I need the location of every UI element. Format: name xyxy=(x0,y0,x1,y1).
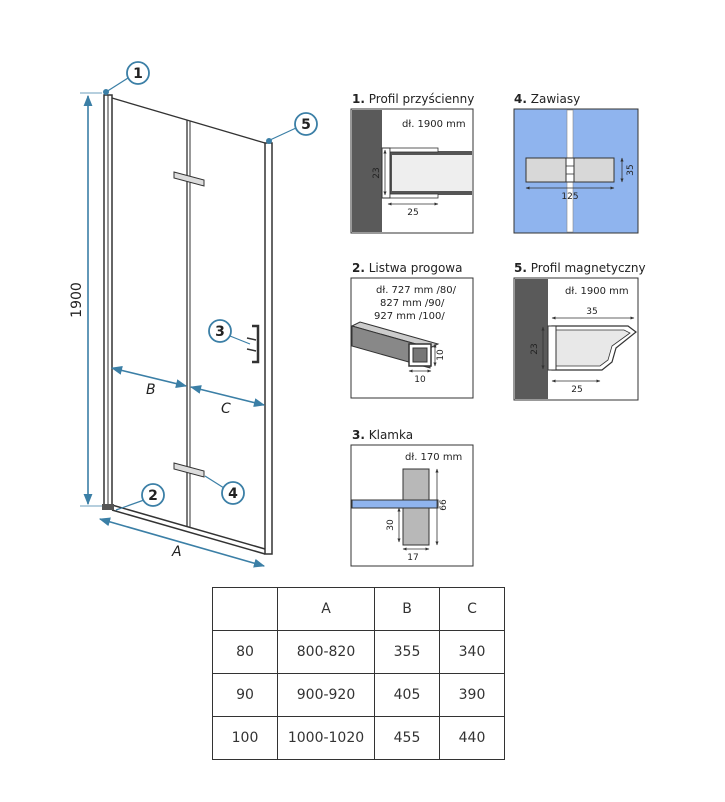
table-cell: 800-820 xyxy=(277,630,375,674)
svg-text:23: 23 xyxy=(372,167,382,178)
callout-1 xyxy=(126,61,150,85)
svg-text:927 mm /100/: 927 mm /100/ xyxy=(374,311,445,322)
svg-text:5. Profil magnetyczny: 5. Profil magnetyczny xyxy=(514,261,646,275)
height-label: 1900 xyxy=(69,282,85,318)
svg-text:125: 125 xyxy=(561,192,578,202)
table-header-cell: A xyxy=(277,587,375,631)
table-row: 100 1000-1020 455 440 xyxy=(212,716,505,760)
svg-text:25: 25 xyxy=(407,208,418,218)
svg-text:25: 25 xyxy=(571,385,582,395)
callouts: 1 2 3 4 5 xyxy=(105,61,318,511)
callout-3-label: 3 xyxy=(215,324,225,340)
table-cell: 100 xyxy=(212,716,278,760)
table-cell: 455 xyxy=(374,716,440,760)
svg-text:3. Klamka: 3. Klamka xyxy=(352,428,413,442)
table-header-cell xyxy=(212,587,278,631)
table-header-row: A B C xyxy=(212,587,505,631)
table-cell: 1000-1020 xyxy=(277,716,375,760)
dimension-table: A B C 80 800-820 355 340 90 900-920 405 … xyxy=(212,587,505,760)
svg-text:10: 10 xyxy=(436,349,446,361)
callout-1-label: 1 xyxy=(133,66,143,82)
svg-text:35: 35 xyxy=(626,164,636,175)
svg-text:dł. 1900 mm: dł. 1900 mm xyxy=(565,286,629,297)
svg-text:dł. 170 mm: dł. 170 mm xyxy=(405,452,462,463)
svg-text:1. Profil przyścienny: 1. Profil przyścienny xyxy=(352,92,474,106)
svg-text:30: 30 xyxy=(386,519,396,531)
table-header-cell: C xyxy=(439,587,505,631)
callout-5 xyxy=(294,112,318,136)
detail-profil-przyscienny: 1. Profil przyścienny dł. 1900 mm 23 25 xyxy=(350,92,474,234)
svg-text:66: 66 xyxy=(439,499,449,511)
detail-klamka: 3. Klamka dł. 170 mm 30 66 17 xyxy=(350,428,474,567)
table-header-cell: B xyxy=(374,587,440,631)
door-drawing xyxy=(102,89,273,555)
a-label: A xyxy=(171,544,182,560)
table-cell: 90 xyxy=(212,673,278,717)
detail-listwa-progowa: 2. Listwa progowa dł. 727 mm /80/ 827 mm… xyxy=(350,261,474,399)
table-cell: 405 xyxy=(374,673,440,717)
table-cell: 390 xyxy=(439,673,505,717)
table-cell: 340 xyxy=(439,630,505,674)
svg-text:10: 10 xyxy=(414,375,426,385)
detail-zawiasy: 4. Zawiasy 125 35 xyxy=(513,92,639,234)
callout-3 xyxy=(208,319,232,343)
b-label: B xyxy=(146,382,156,398)
main-dimensions: 1900 B C A xyxy=(69,92,266,568)
table-row: 90 900-920 405 390 xyxy=(212,673,505,717)
svg-text:23: 23 xyxy=(530,343,540,354)
svg-text:35: 35 xyxy=(586,307,597,317)
detail-profil-magnetyczny: 5. Profil magnetyczny dł. 1900 mm 35 23 … xyxy=(513,261,646,401)
table-row: 80 800-820 355 340 xyxy=(212,630,505,674)
callout-2-label: 2 xyxy=(148,488,158,504)
table-cell: 900-920 xyxy=(277,673,375,717)
callout-4-label: 4 xyxy=(228,486,238,502)
callout-5-label: 5 xyxy=(301,117,311,133)
svg-text:17: 17 xyxy=(407,553,418,563)
svg-text:2. Listwa progowa: 2. Listwa progowa xyxy=(352,261,462,275)
callout-4 xyxy=(221,481,245,505)
table-cell: 355 xyxy=(374,630,440,674)
svg-text:4. Zawiasy: 4. Zawiasy xyxy=(514,92,580,106)
table-cell: 80 xyxy=(212,630,278,674)
callout-2 xyxy=(141,483,165,507)
table-cell: 440 xyxy=(439,716,505,760)
svg-text:827 mm /90/: 827 mm /90/ xyxy=(380,298,445,309)
svg-text:dł. 727 mm /80/: dł. 727 mm /80/ xyxy=(376,285,457,296)
svg-text:dł. 1900 mm: dł. 1900 mm xyxy=(402,119,466,130)
c-label: C xyxy=(221,401,231,417)
